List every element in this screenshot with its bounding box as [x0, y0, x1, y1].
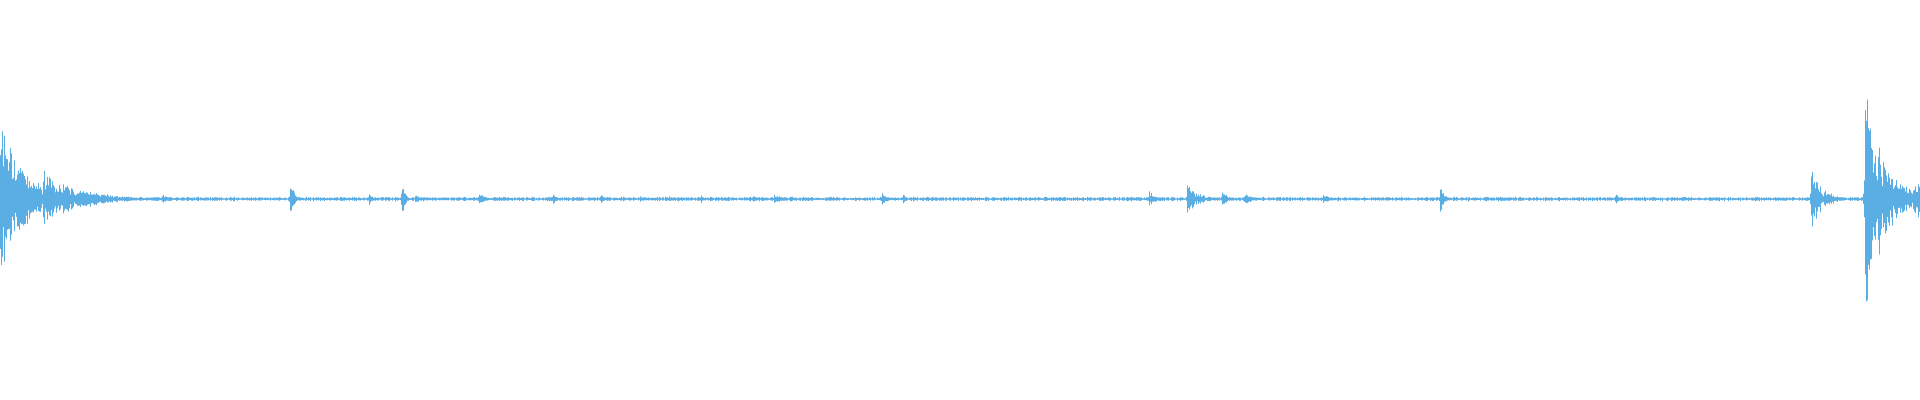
- waveform-trace: [0, 99, 1920, 302]
- waveform-samples: [0, 99, 1920, 302]
